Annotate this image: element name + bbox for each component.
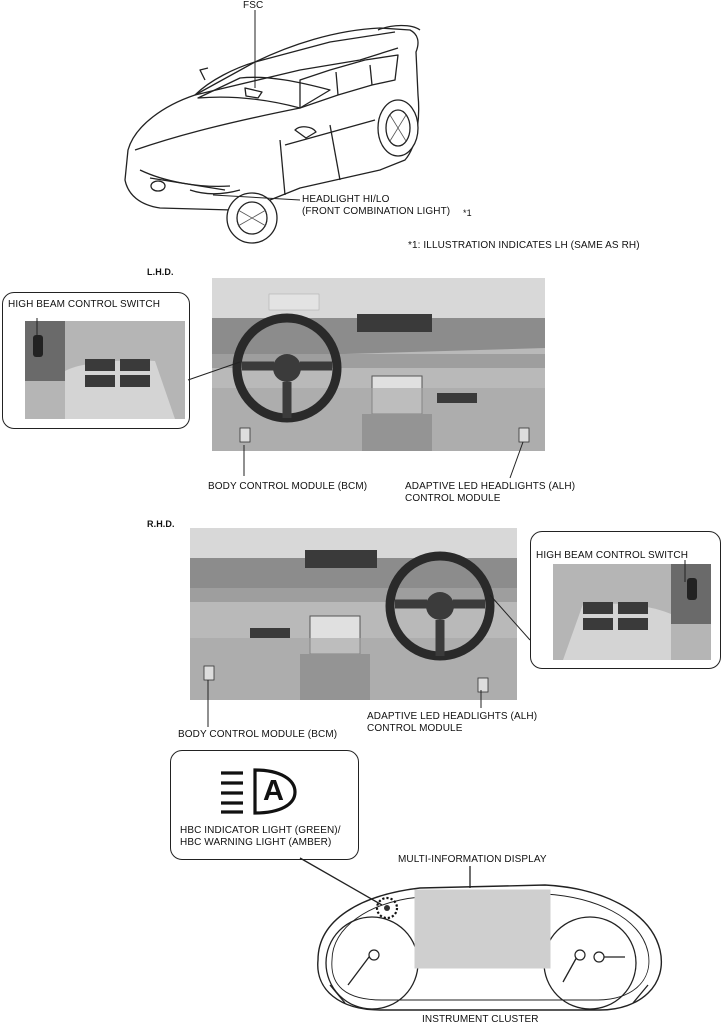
headlight-label-line1: HEADLIGHT HI/LO [302,194,390,205]
rhd-switch-callout-label: HIGH BEAM CONTROL SWITCH [536,550,689,561]
hbc-auto-high-beam-icon [221,768,297,815]
multi-information-display-screen [414,889,551,969]
hbc-indicator-label-line2: HBC WARNING LIGHT (AMBER) [180,837,332,848]
mid-label: MULTI-INFORMATION DISPLAY [398,854,547,865]
rhd-section-label: R.H.D. [147,519,175,529]
rhd-dashboard-photo [190,528,517,700]
hbc-indicator-callout: A HBC INDICATOR LIGHT (GREEN)/ HBC WARNI… [170,750,359,860]
lhd-alh-label-line1: ADAPTIVE LED HEADLIGHTS (ALH) [405,481,576,492]
hbc-indicator-label-line1: HBC INDICATOR LIGHT (GREEN)/ [180,825,341,836]
hbc-indicator-lamp-icon [384,905,390,911]
rhd-switch-closeup [553,564,711,660]
headlight-footnote-mark: *1 [463,208,472,218]
lhd-bcm-label: BODY CONTROL MODULE (BCM) [208,481,368,492]
fsc-label: FSC [243,0,264,11]
lhd-dashboard-drawing [212,278,545,451]
rhd-leader-lines [207,560,686,727]
lhd-leader-lines [36,318,524,479]
vehicle-illustration [124,10,421,244]
instrument-cluster-illustration [299,857,663,1011]
rhd-bcm-label: BODY CONTROL MODULE (BCM) [178,729,338,740]
lhd-switch-callout-label: HIGH BEAM CONTROL SWITCH [8,299,161,310]
lhd-alh-label-line2: CONTROL MODULE [405,493,501,504]
rhd-dashboard-drawing [190,528,517,700]
lhd-section-label: L.H.D. [147,267,174,277]
footnote-text: *1: ILLUSTRATION INDICATES LH (SAME AS R… [408,240,640,251]
rhd-alh-label-line2: CONTROL MODULE [367,723,463,734]
rhd-alh-label-line1: ADAPTIVE LED HEADLIGHTS (ALH) [367,711,538,722]
hbc-icon-letter: A [263,775,284,807]
rhd-switch-callout: HIGH BEAM CONTROL SWITCH [530,531,721,669]
headlight-label-line2: (FRONT COMBINATION LIGHT) [302,206,451,217]
lhd-switch-closeup [25,321,185,419]
instrument-cluster-label: INSTRUMENT CLUSTER [422,1014,539,1025]
hbc-indicator-highlight-ring [375,896,399,920]
lhd-dashboard-photo [212,278,545,451]
lhd-switch-callout: HIGH BEAM CONTROL SWITCH [2,292,190,429]
